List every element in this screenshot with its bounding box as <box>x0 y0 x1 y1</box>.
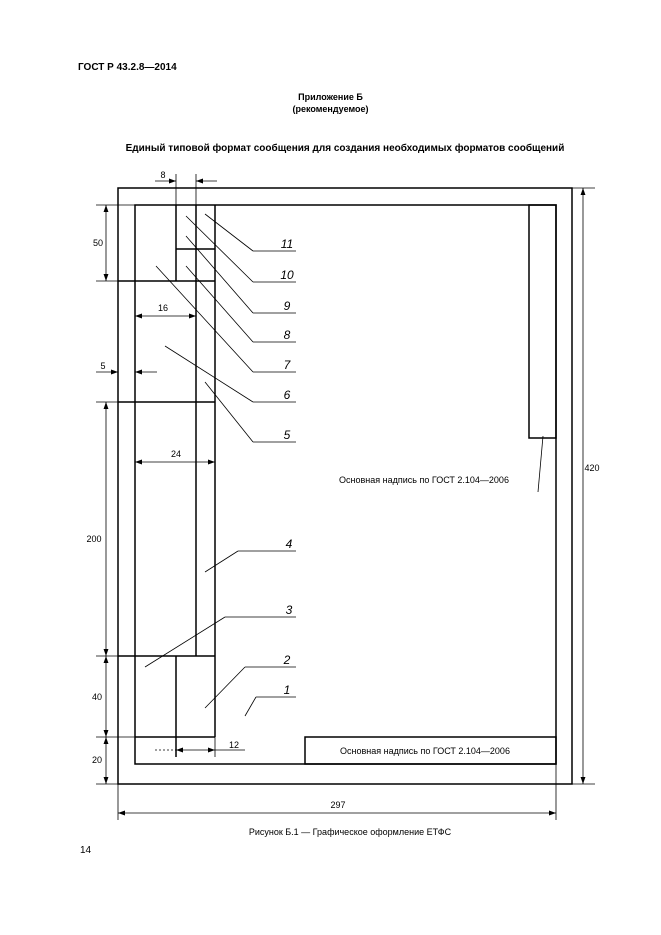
dim-297: 297 <box>330 800 345 810</box>
dim-16: 16 <box>158 303 168 313</box>
dim-200: 200 <box>86 534 101 544</box>
dim-20: 20 <box>92 755 102 765</box>
bottom-title-block <box>304 736 557 765</box>
zone-label-10: 10 <box>280 268 294 282</box>
figure-caption: Рисунок Б.1 — Графическое оформление ЕТФ… <box>248 827 452 837</box>
zone-label-2: 2 <box>283 653 291 667</box>
page-number: 14 <box>80 845 92 856</box>
zone-label-8: 8 <box>284 328 291 342</box>
dimension-lines <box>96 174 595 820</box>
zone-label-11: 11 <box>281 237 293 251</box>
dim-24: 24 <box>171 449 181 459</box>
dim-40: 40 <box>92 692 102 702</box>
title-block-side-label: Основная надпись по ГОСТ 2.104—2006 <box>339 475 509 485</box>
document-header: ГОСТ Р 43.2.8—2014 <box>78 62 177 73</box>
zone-label-4: 4 <box>286 537 293 551</box>
dim-50: 50 <box>93 238 103 248</box>
title-block-bottom-label: Основная надпись по ГОСТ 2.104—2006 <box>340 746 510 756</box>
leader-lines <box>144 213 544 717</box>
dim-12: 12 <box>229 740 239 750</box>
appendix-title-block: Приложение Б (рекомендуемое) <box>0 91 661 115</box>
sheet-outer-frame <box>117 187 573 785</box>
dim-420: 420 <box>584 463 599 473</box>
dim-8: 8 <box>160 170 165 180</box>
appendix-title: Приложение Б <box>298 92 363 102</box>
appendix-subtitle: (рекомендуемое) <box>292 104 369 114</box>
zone-label-1: 1 <box>284 683 291 697</box>
dim-5: 5 <box>100 361 105 371</box>
zone-label-5: 5 <box>284 428 291 442</box>
side-title-block <box>528 204 557 439</box>
zone-label-9: 9 <box>284 299 291 313</box>
zone-label-6: 6 <box>284 388 291 402</box>
left-zones <box>118 205 216 757</box>
section-heading: Единый типовой формат сообщения для созд… <box>125 143 565 154</box>
zone-label-7: 7 <box>284 358 292 372</box>
zone-label-3: 3 <box>286 603 293 617</box>
